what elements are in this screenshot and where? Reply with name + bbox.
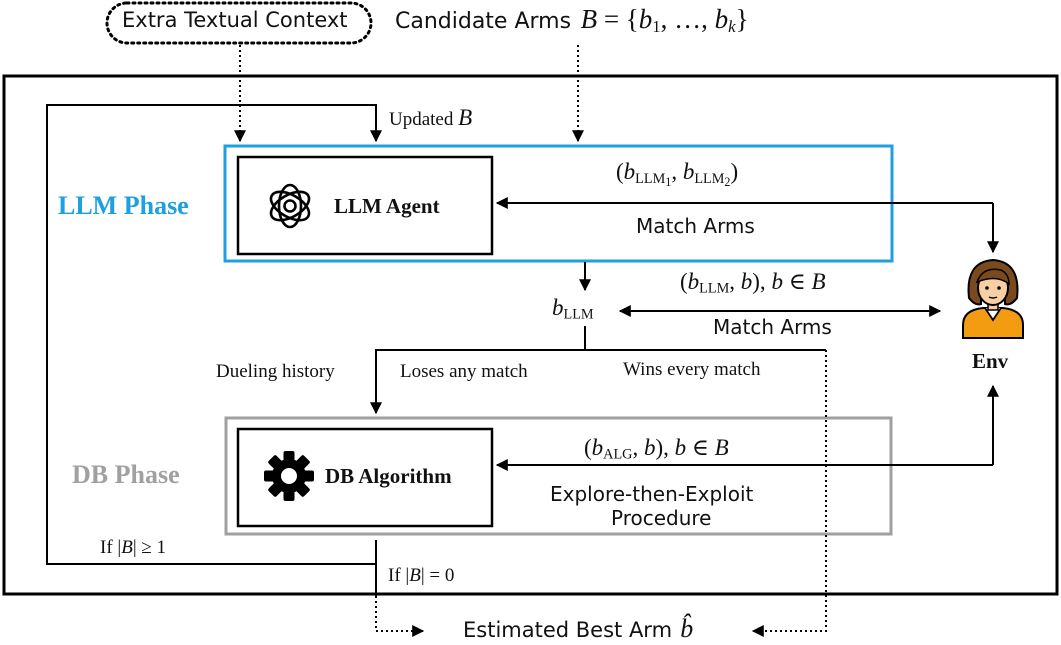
- updated-b-label: Updated B: [389, 105, 473, 130]
- if-b-eq-0-label: If |B| = 0: [388, 565, 455, 586]
- extra-context-box: [105, 1, 373, 45]
- procedure-line1: Explore-then-Exploit: [550, 482, 754, 506]
- extra-context-label: Extra Textual Context: [122, 8, 348, 32]
- middle-pair-math: (bLLM, b), b ∈ B: [680, 269, 826, 297]
- llm-pair-math: (bLLM1, bLLM2): [616, 159, 739, 189]
- loses-any-label: Loses any match: [400, 361, 528, 382]
- wins-every-label: Wins every match: [623, 359, 761, 380]
- db-phase-title: DB Phase: [72, 460, 180, 489]
- termination-dotted: [375, 596, 425, 637]
- if-b-ge-1-label: If |B| ≥ 1: [100, 537, 167, 558]
- candidate-arms-math: B = {b1, …, bk}: [580, 4, 749, 37]
- estimated-best-arm: Estimated Best Arm b̂: [463, 614, 694, 643]
- llm-agent-box: [236, 155, 494, 256]
- dueling-history-label: Dueling history: [216, 361, 335, 382]
- llm-agent-label: LLM Agent: [334, 194, 440, 218]
- llm-phase-title: LLM Phase: [58, 191, 189, 220]
- outer-frame: [2, 74, 1059, 596]
- db-phase-box: [224, 416, 893, 536]
- openai-logo-icon: [269, 183, 311, 229]
- loses-branch: [370, 349, 585, 415]
- env-label: Env: [972, 349, 1009, 373]
- gear-icon: [264, 451, 314, 501]
- best-arm-symbol: b̂: [680, 614, 694, 643]
- loop-line: [46, 104, 382, 565]
- db-algorithm-label: DB Algorithm: [325, 464, 452, 488]
- woman-avatar-icon: [962, 258, 1024, 339]
- middle-match-arms: Match Arms: [713, 315, 832, 339]
- db-pair-math: (bALG, b), b ∈ B: [584, 435, 729, 463]
- b-llm-label: bLLM: [552, 295, 594, 323]
- procedure-line2: Procedure: [611, 506, 712, 530]
- llm-match-arms: Match Arms: [636, 214, 755, 238]
- wins-branch-dotted: [751, 350, 827, 637]
- candidate-arms-label: Candidate Arms B = {b1, …, bk}: [395, 4, 749, 37]
